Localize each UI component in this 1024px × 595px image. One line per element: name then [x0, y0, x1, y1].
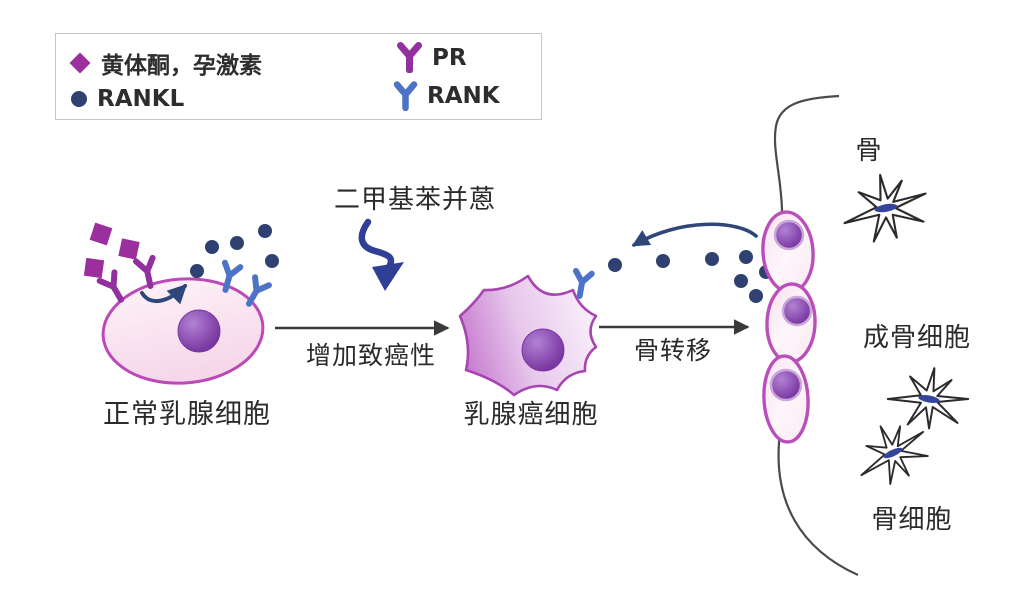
legend-box: 黄体酮，孕激素 RANKL PR RANK	[55, 33, 542, 120]
bone-surface-line	[773, 94, 859, 577]
legend-label: RANKL	[97, 86, 185, 112]
dot-icon	[70, 90, 88, 108]
rankl-dot	[749, 289, 763, 303]
osteocyte-cell	[849, 415, 935, 492]
rankl-dot	[608, 258, 622, 272]
pr-receptor-icon	[96, 269, 124, 303]
osteoblast-nucleus	[769, 368, 803, 402]
pr-receptor-icon	[132, 254, 156, 289]
cell-nucleus	[177, 309, 221, 353]
osteoblast-label: 成骨细胞	[862, 323, 972, 353]
legend-item-rankl: RANKL	[70, 86, 184, 112]
legend-label: 黄体酮，孕激素	[101, 53, 262, 79]
progesterone-diamond-icon	[118, 238, 140, 260]
breast-cancer-cell	[458, 267, 598, 397]
rankl-dots-left	[190, 224, 279, 278]
carcinogen-label: 二甲基苯并蒽	[333, 185, 497, 215]
rank-receptor-icon	[572, 267, 595, 299]
rankl-feedback-arrow-icon	[631, 222, 758, 247]
rankl-dot	[265, 254, 279, 268]
y-receptor-icon	[396, 42, 423, 73]
bone-metastasis-label: 骨转移	[633, 336, 713, 365]
osteoblast-nucleus	[781, 295, 813, 327]
rankl-dot	[705, 252, 719, 266]
cancer-cell-nucleus	[521, 328, 565, 372]
y-receptor-icon	[393, 81, 418, 111]
normal-mammary-cell	[83, 222, 279, 385]
dmba-arrow-icon	[358, 218, 404, 291]
progesterone-diamond-icon	[89, 222, 113, 246]
rankl-dot	[258, 224, 272, 238]
rank-receptor-icon	[246, 274, 272, 307]
normal-cell-label: 正常乳腺细胞	[103, 399, 271, 430]
legend-label: RANK	[427, 83, 500, 109]
rankl-dot	[190, 264, 204, 278]
increase-carcinogenicity-label: 增加致癌性	[305, 341, 437, 370]
rankl-dot	[734, 274, 748, 288]
osteoblast-cells	[761, 210, 817, 444]
rankl-dots-middle	[608, 250, 773, 303]
signaling-curved-arrow-icon	[140, 283, 188, 305]
osteocyte-cell	[843, 173, 927, 243]
rankl-dot	[656, 254, 670, 268]
legend-label: PR	[432, 44, 467, 71]
rankl-dot	[739, 250, 753, 264]
progesterone-diamond-icon	[83, 257, 105, 279]
osteocyte-label: 骨细胞	[871, 505, 953, 535]
legend-item-progesterone: 黄体酮，孕激素	[68, 46, 262, 80]
rankl-dot	[205, 240, 219, 254]
rank-receptor-icon	[221, 259, 244, 293]
osteocyte-cell	[880, 355, 976, 442]
diamond-icon	[68, 51, 92, 75]
cancer-cell-label: 乳腺癌细胞	[463, 400, 599, 430]
bone-label: 骨	[855, 136, 883, 166]
osteoblast-nucleus	[773, 219, 805, 251]
legend-item-pr: PR	[396, 42, 467, 73]
legend-item-rank: RANK	[393, 81, 500, 111]
rankl-dot	[230, 236, 244, 250]
